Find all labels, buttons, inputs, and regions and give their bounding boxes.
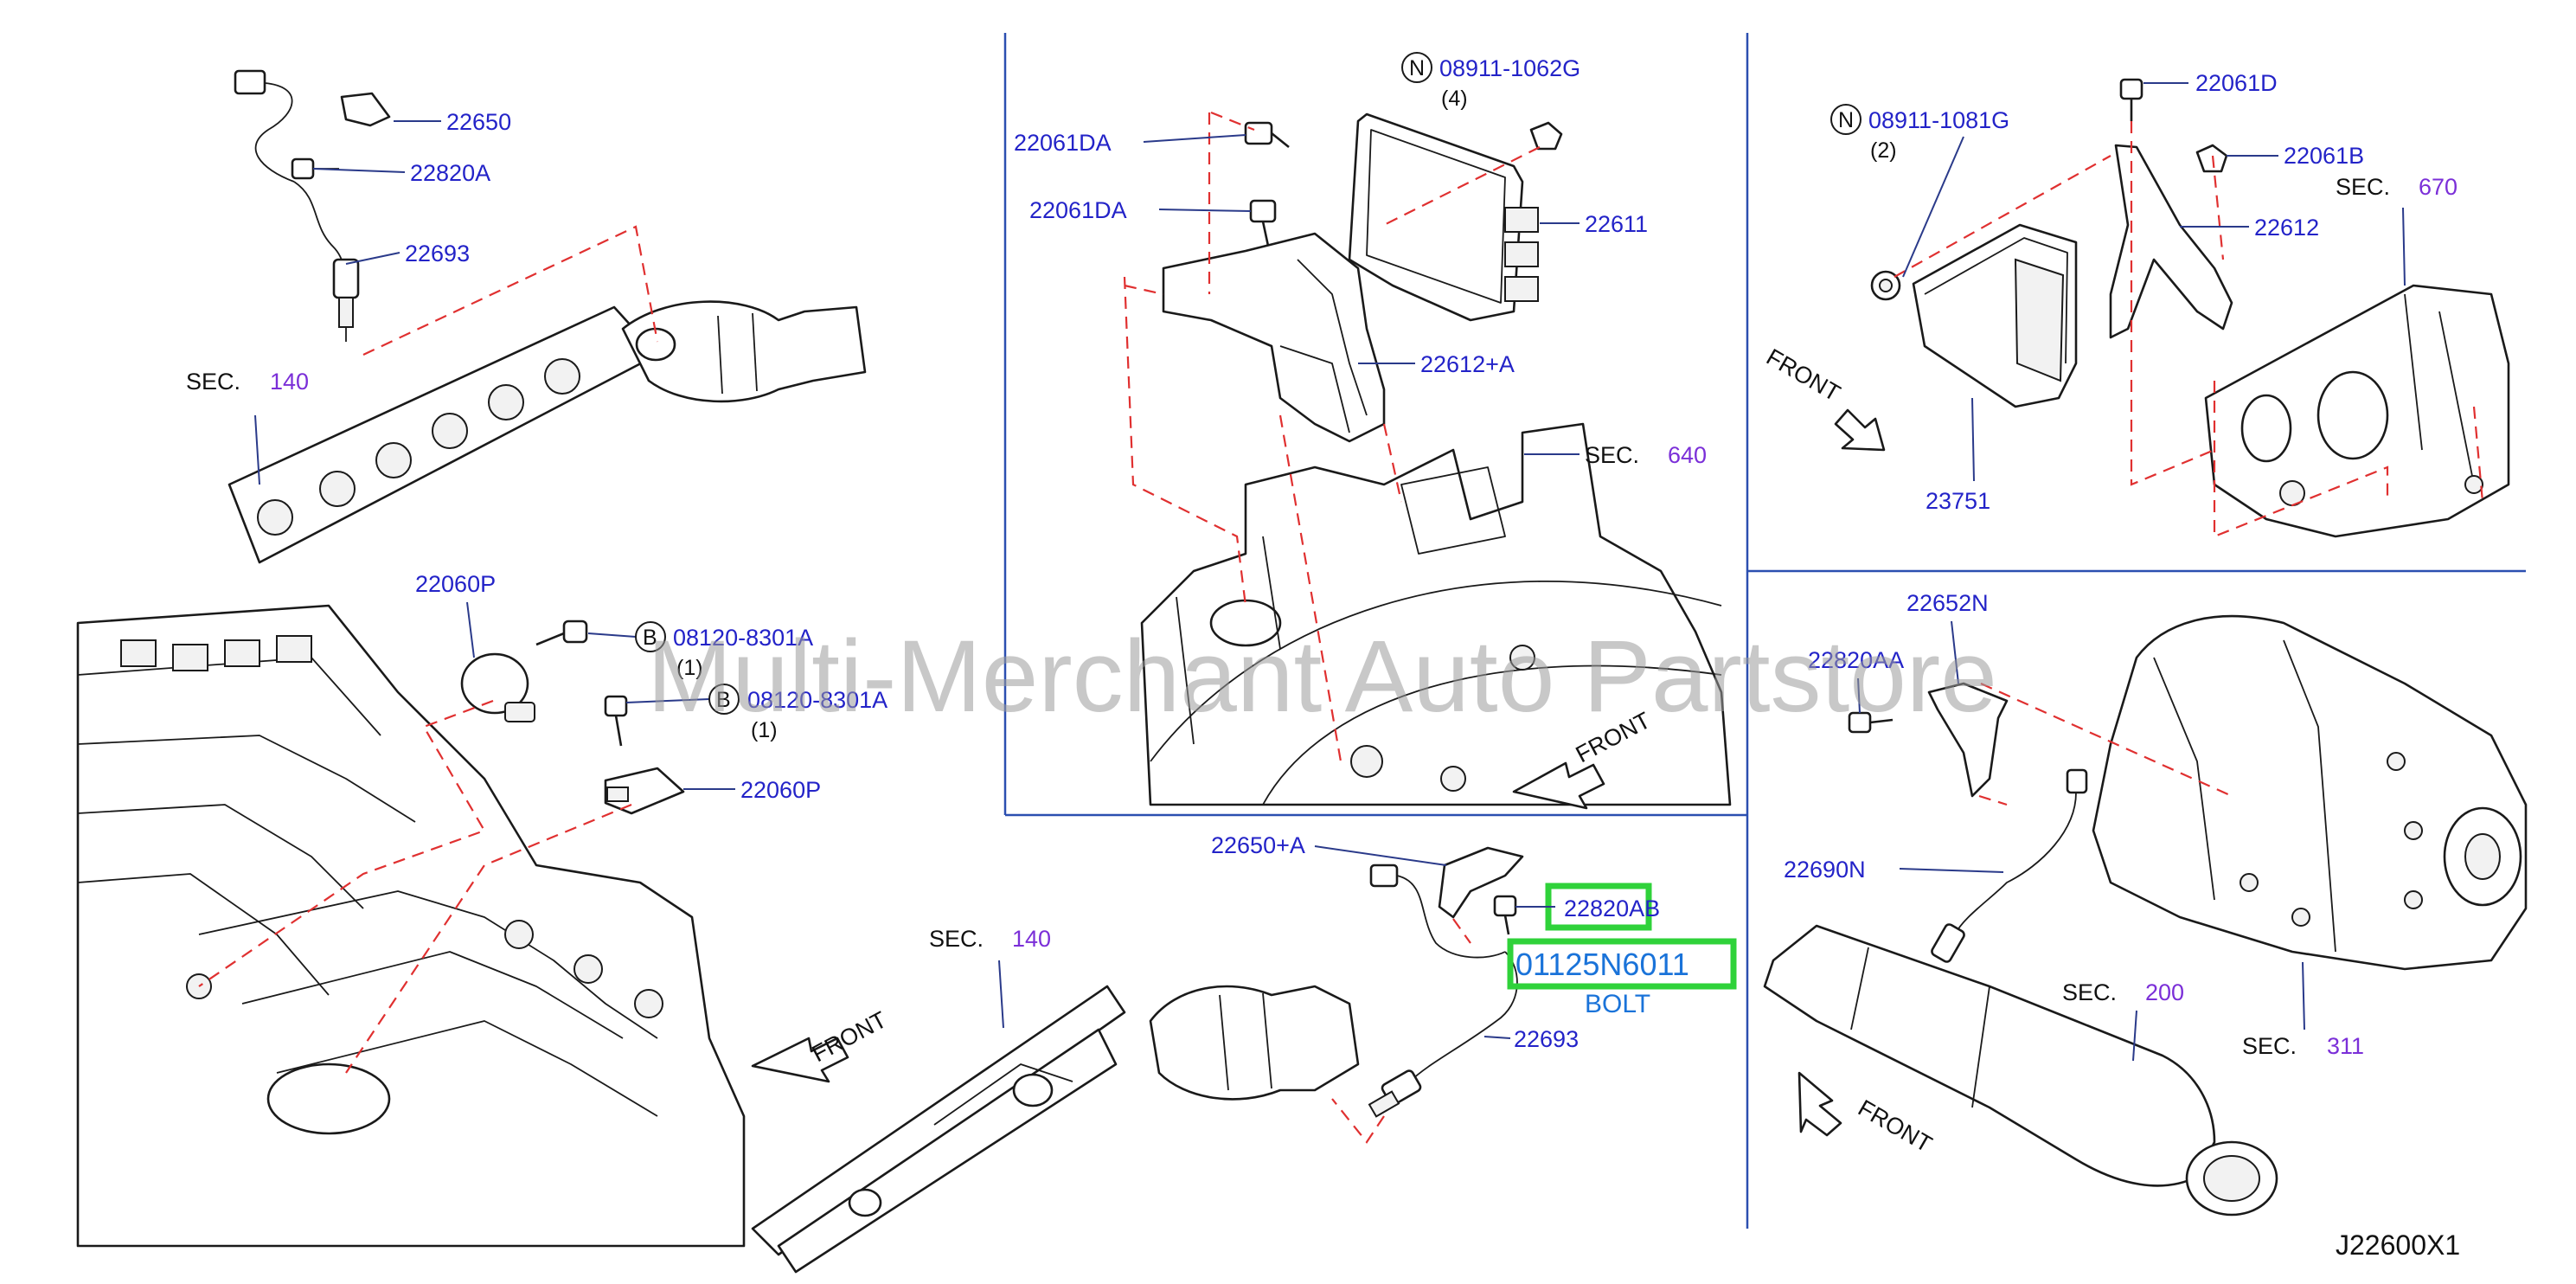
upper-left-exhaust-manifold [227, 300, 867, 564]
label-22612A: 22612+A [1420, 351, 1515, 377]
sec-label-140-top: SEC. [186, 369, 240, 395]
front-label-left: FRONT [808, 1006, 891, 1067]
lower-o2-sensor [1368, 846, 1524, 1118]
qty-08911-1081G: (2) [1870, 138, 1897, 163]
right-bottom-labels: 22652N 22820AA 22690N SEC. 200 SEC. 311 … [1784, 590, 2364, 1158]
rear-o2-sensor [1848, 682, 2088, 963]
badge-b-1 [635, 621, 666, 652]
highlight-part-desc: BOLT [1585, 990, 1650, 1018]
bolt-08120-2 [604, 695, 628, 747]
middle-panel-labels: N 08911-1062G (4) 22061DA 22061DA 22611 … [1014, 52, 1707, 810]
badge-n-2-letter: N [1838, 108, 1854, 132]
sec-label-640: SEC. [1585, 442, 1639, 468]
sec-label-140-bottom: SEC. [929, 926, 984, 952]
front-label-right-top: FRONT [1762, 343, 1845, 406]
bolt-08120-1 [535, 620, 588, 646]
sec-label-311: SEC. [2242, 1033, 2297, 1059]
label-08911-1081G: 08911-1081G [1868, 107, 2009, 133]
label-23751: 23751 [1926, 488, 1990, 514]
highlight-box-part-number [1507, 938, 1737, 990]
label-22650A: 22650+A [1211, 832, 1305, 858]
engine-block [76, 604, 746, 1248]
label-22612: 22612 [2254, 215, 2319, 241]
sec-label-200: SEC. [2062, 979, 2117, 1005]
panel-dividers [1003, 33, 2526, 1229]
rear-guide-lines [1978, 682, 2233, 806]
front-arrow-right-top: FRONT [1762, 343, 1886, 452]
qty-08120-2: (1) [751, 718, 778, 742]
label-22820AA: 22820AA [1808, 647, 1904, 673]
label-22061DA-1: 22061DA [1014, 130, 1112, 156]
watermark: Multi-Merchant Auto Partstore [647, 620, 1997, 734]
badge-b-2 [708, 684, 740, 715]
sec-label-670: SEC. [2336, 174, 2390, 200]
badge-n-2 [1830, 104, 1862, 135]
tcm-assembly [1870, 78, 2233, 408]
label-22693-bottom: 22693 [1514, 1026, 1579, 1052]
front-arrow-right-bottom: FRONT [1797, 1071, 1937, 1158]
label-22693-top: 22693 [405, 241, 470, 266]
sec-num-640: 640 [1668, 442, 1707, 468]
tcm-guide-lines [1894, 121, 2484, 538]
qty-08911-1062G: (4) [1441, 87, 1468, 111]
badge-b-2-letter: B [716, 688, 731, 712]
body-panel-sec-670 [2204, 284, 2510, 538]
qty-08120-1: (1) [676, 656, 703, 680]
knock-sensor-top [460, 652, 535, 722]
upper-left-o2-sensor [234, 69, 391, 342]
label-22820A: 22820A [410, 160, 490, 186]
label-22650: 22650 [446, 109, 511, 135]
body-panel-sec-640 [1140, 422, 1732, 806]
label-22652N: 22652N [1906, 590, 1989, 616]
label-22061DA-2: 22061DA [1029, 197, 1127, 223]
transmission [2092, 614, 2528, 971]
label-22820AB: 22820AB [1564, 896, 1660, 921]
highlight-part-number: 01125N6011 [1515, 947, 1689, 982]
label-22690N: 22690N [1784, 857, 1866, 883]
label-22060P-top: 22060P [415, 571, 496, 597]
knock-sensor-bottom [604, 767, 685, 815]
sec-num-200: 200 [2145, 979, 2184, 1005]
ecm-guide-lines [1123, 111, 1541, 762]
badge-b-1-letter: B [643, 626, 657, 650]
label-22060P-bottom: 22060P [740, 777, 821, 803]
catalytic-converter [1763, 924, 2278, 1217]
badge-n-1 [1401, 52, 1432, 83]
front-arrow-left: FRONT [751, 1006, 891, 1083]
label-22061B: 22061B [2284, 143, 2364, 169]
lower-guide-lines [1331, 918, 1471, 1144]
sec-num-311: 311 [2327, 1033, 2364, 1059]
upper-left-guide-lines [362, 225, 659, 356]
knock-sensor-guide-lines [198, 699, 632, 1074]
front-label-right-bottom: FRONT [1854, 1095, 1937, 1157]
sec-num-140-bottom: 140 [1012, 926, 1051, 952]
lower-exhaust-manifold [751, 985, 1360, 1274]
sec-num-140-top: 140 [270, 369, 309, 395]
label-22611: 22611 [1585, 211, 1648, 237]
lower-middle-labels: 22650+A 22820AB 01125N6011 BOLT 22693 SE… [929, 832, 1737, 1052]
diagram-id: J22600X1 [2336, 1229, 2460, 1261]
sec-num-670: 670 [2419, 174, 2457, 200]
label-08120-8301A-2: 08120-8301A [747, 687, 888, 713]
label-22061D: 22061D [2195, 70, 2278, 96]
label-08120-8301A-1: 08120-8301A [673, 625, 813, 651]
ecm-assembly [1162, 112, 1563, 443]
label-08911-1062G: 08911-1062G [1439, 55, 1580, 81]
badge-n-1-letter: N [1409, 56, 1425, 80]
